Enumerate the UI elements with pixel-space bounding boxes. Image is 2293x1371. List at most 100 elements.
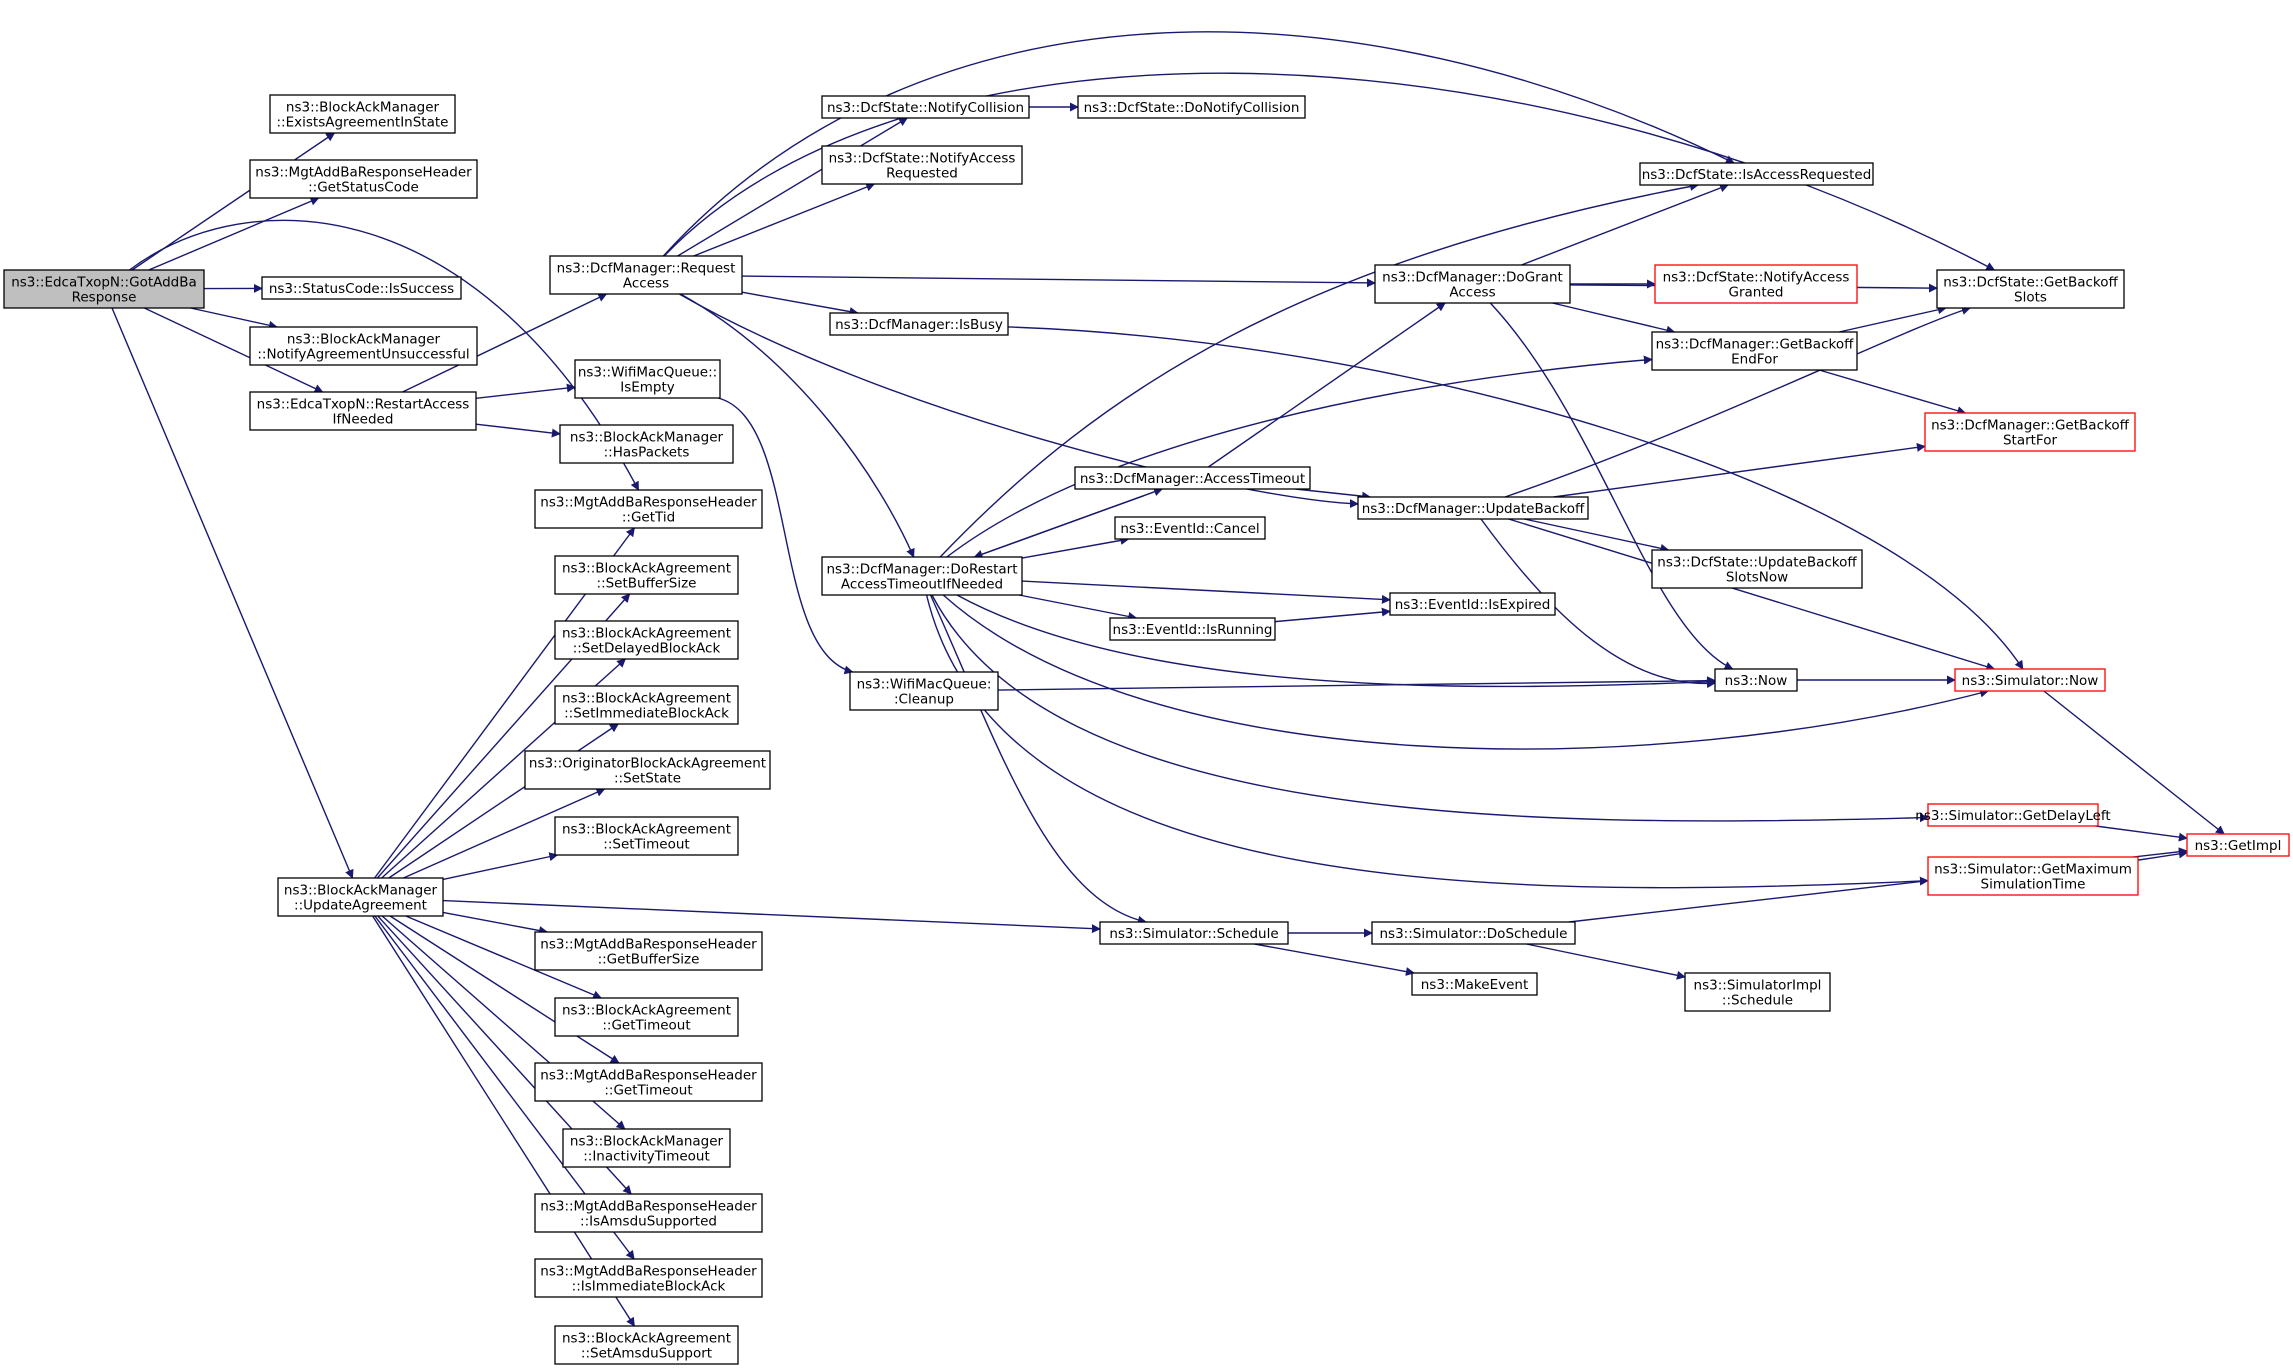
node-label-line: ns3::EdcaTxopN::RestartAccess bbox=[257, 397, 470, 413]
node-dm_acctimeout[interactable]: ns3::DcfManager::AccessTimeout bbox=[1074, 466, 1311, 490]
node-dm_updbackoff[interactable]: ns3::DcfManager::UpdateBackoff bbox=[1357, 496, 1589, 520]
node-label-line: ::IsAmsduSupported bbox=[580, 1214, 717, 1230]
node-ev_cancel[interactable]: ns3::EventId::Cancel bbox=[1114, 516, 1266, 540]
node-label-line: Access bbox=[623, 276, 669, 292]
node-label-line: ns3::WifiMacQueue: bbox=[857, 677, 992, 693]
node-dm_dorestart[interactable]: ns3::DcfManager::DoRestartAccessTimeoutI… bbox=[821, 556, 1023, 596]
node-now[interactable]: ns3::Now bbox=[1714, 668, 1798, 692]
node-dm_isbusy[interactable]: ns3::DcfManager::IsBusy bbox=[829, 312, 1009, 336]
node-ds_isacc[interactable]: ns3::DcfState::IsAccessRequested bbox=[1639, 162, 1874, 186]
node-mar_buf[interactable]: ns3::MgtAddBaResponseHeader::GetBufferSi… bbox=[534, 931, 763, 971]
node-bam_exists[interactable]: ns3::BlockAckManager::ExistsAgreementInS… bbox=[269, 94, 456, 134]
node-box bbox=[1936, 269, 2125, 309]
node-ev_expired[interactable]: ns3::EventId::IsExpired bbox=[1389, 592, 1556, 616]
node-label-line: ns3::DcfManager::IsBusy bbox=[835, 317, 1003, 333]
node-box bbox=[249, 159, 478, 199]
node-baa_settimeout[interactable]: ns3::BlockAckAgreement::SetTimeout bbox=[554, 816, 739, 856]
node-baa_amsdu[interactable]: ns3::BlockAckAgreement::SetAmsduSupport bbox=[554, 1325, 739, 1365]
edge-dm_request-to-dm_dorestart bbox=[680, 293, 915, 558]
node-baa_gettimeout[interactable]: ns3::BlockAckAgreement::GetTimeout bbox=[554, 997, 739, 1037]
node-mar_status[interactable]: ns3::MgtAddBaResponseHeader::GetStatusCo… bbox=[249, 159, 478, 199]
node-label-line: AccessTimeoutIfNeeded bbox=[841, 577, 1003, 593]
node-oba_state[interactable]: ns3::OriginatorBlockAckAgreement::SetSta… bbox=[524, 750, 771, 790]
node-label-line: ::SetState bbox=[614, 771, 681, 787]
node-bam_update[interactable]: ns3::BlockAckManager::UpdateAgreement bbox=[277, 877, 444, 917]
node-label-line: ns3::EdcaTxopN::GotAddBa bbox=[11, 275, 197, 291]
node-box bbox=[829, 312, 1009, 336]
edge-dm_isbusy-to-sim_now bbox=[1007, 326, 2024, 670]
node-label-line: ns3::BlockAckAgreement bbox=[562, 561, 731, 577]
node-box bbox=[2186, 833, 2290, 857]
node-box bbox=[1684, 972, 1831, 1012]
node-label-line: ::GetBufferSize bbox=[598, 952, 700, 968]
node-ds_donotcol[interactable]: ns3::DcfState::DoNotifyCollision bbox=[1077, 95, 1306, 119]
node-box bbox=[1099, 921, 1289, 945]
node-label-line: ns3::DcfState::NotifyAccess bbox=[829, 151, 1016, 167]
node-sim_sched[interactable]: ns3::Simulator::Schedule bbox=[1099, 921, 1289, 945]
edge-dm_dorestart-to-ds_isacc bbox=[939, 182, 1699, 558]
node-label-line: ns3::BlockAckManager bbox=[284, 883, 438, 899]
node-label-line: ns3::BlockAckManager bbox=[570, 430, 724, 446]
node-box bbox=[849, 671, 999, 711]
node-mar_immba[interactable]: ns3::MgtAddBaResponseHeader::IsImmediate… bbox=[534, 1258, 763, 1298]
edge-dm_updbackoff-to-dm_startfor bbox=[1553, 442, 1926, 498]
edge-dm_request-to-ds_isacc bbox=[662, 31, 1735, 257]
node-mar_timeout[interactable]: ns3::MgtAddBaResponseHeader::GetTimeout bbox=[534, 1062, 763, 1102]
node-ev_running[interactable]: ns3::EventId::IsRunning bbox=[1109, 617, 1276, 641]
node-bam_haspk[interactable]: ns3::BlockAckManager::HasPackets bbox=[559, 424, 734, 464]
node-bam_inact[interactable]: ns3::BlockAckManager::InactivityTimeout bbox=[562, 1128, 731, 1168]
node-box bbox=[554, 997, 739, 1037]
node-box bbox=[277, 877, 444, 917]
node-label-line: StartFor bbox=[2003, 433, 2058, 449]
node-label-line: Slots bbox=[2014, 290, 2047, 306]
node-label-line: ns3::BlockAckAgreement bbox=[562, 1003, 731, 1019]
node-baa_imm[interactable]: ns3::BlockAckAgreement::SetImmediateBloc… bbox=[554, 685, 739, 725]
edge-bam_update-to-baa_imm bbox=[388, 723, 619, 879]
node-label-line: ns3::DcfState::NotifyAccess bbox=[1663, 270, 1850, 286]
node-sim_dosched[interactable]: ns3::Simulator::DoSchedule bbox=[1371, 921, 1576, 945]
edge-bam_update-to-sim_sched bbox=[442, 899, 1101, 934]
node-label-line: ns3::Simulator::GetMaximum bbox=[1934, 862, 2132, 878]
node-wq_cleanup[interactable]: ns3::WifiMacQueue::Cleanup bbox=[849, 671, 999, 711]
edge-dm_acctimeout-to-dm_updbackoff bbox=[1295, 488, 1372, 501]
node-label-line: ns3::Simulator::Now bbox=[1962, 673, 2099, 689]
nodes-layer: ns3::EdcaTxopN::GotAddBaResponsens3::Blo… bbox=[3, 94, 2290, 1365]
edge-dm_dorestart-to-sim_max bbox=[925, 594, 1929, 889]
node-label-line: ns3::DcfManager::Request bbox=[557, 261, 736, 277]
node-baa_delayed[interactable]: ns3::BlockAckAgreement::SetDelayedBlockA… bbox=[554, 620, 739, 660]
edge-dm_dogrant-to-dm_endfor bbox=[1552, 302, 1676, 335]
node-ds_notcol[interactable]: ns3::DcfState::NotifyCollision bbox=[821, 95, 1030, 119]
node-sim_delay[interactable]: ns3::Simulator::GetDelayLeft bbox=[1915, 803, 2111, 827]
node-label-line: ns3::Simulator::GetDelayLeft bbox=[1915, 808, 2110, 824]
node-sim_now[interactable]: ns3::Simulator::Now bbox=[1954, 668, 2106, 692]
node-mar_tid[interactable]: ns3::MgtAddBaResponseHeader::GetTid bbox=[534, 489, 763, 529]
node-bam_notify[interactable]: ns3::BlockAckManager::NotifyAgreementUns… bbox=[249, 326, 478, 366]
node-box bbox=[1077, 95, 1306, 119]
node-make_event[interactable]: ns3::MakeEvent bbox=[1411, 972, 1538, 996]
node-box bbox=[1357, 496, 1589, 520]
edge-root-to-bam_update bbox=[111, 307, 354, 879]
node-wq_empty[interactable]: ns3::WifiMacQueue::IsEmpty bbox=[574, 359, 721, 399]
node-label-line: ns3::MgtAddBaResponseHeader bbox=[540, 1068, 757, 1084]
node-baa_buf[interactable]: ns3::BlockAckAgreement::SetBufferSize bbox=[554, 555, 739, 595]
node-mar_amsdu[interactable]: ns3::MgtAddBaResponseHeader::IsAmsduSupp… bbox=[534, 1193, 763, 1233]
node-label-line: ::SetTimeout bbox=[603, 837, 689, 853]
node-sc_success[interactable]: ns3::StatusCode::IsSuccess bbox=[261, 276, 462, 300]
node-simimpl_sched[interactable]: ns3::SimulatorImpl::Schedule bbox=[1684, 972, 1831, 1012]
node-box bbox=[261, 276, 462, 300]
node-getimpl[interactable]: ns3::GetImpl bbox=[2186, 833, 2290, 857]
node-label-line: ::GetTid bbox=[622, 510, 675, 526]
node-label-line: ns3::BlockAckAgreement bbox=[562, 822, 731, 838]
node-box bbox=[524, 750, 771, 790]
